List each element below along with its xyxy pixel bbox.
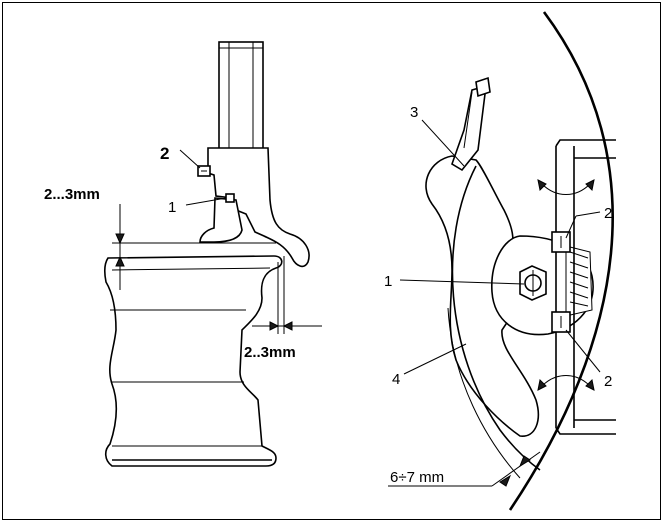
right-view: 3 2 1 4 2 6÷7 mm — [384, 11, 616, 511]
mounting-head — [197, 147, 310, 268]
figure-frame — [2, 2, 661, 520]
label-2-top: 2 — [604, 205, 612, 222]
leader-line-1 — [185, 197, 227, 206]
leader-line-2 — [179, 149, 201, 169]
left-view: 2 1 2...3mm 2..3mm — [44, 41, 322, 467]
tool-arm — [451, 76, 491, 172]
label-1-left: 1 — [168, 199, 176, 216]
vertical-gap-dimension — [112, 204, 276, 290]
dimension-label-horizontal: 2..3mm — [244, 344, 296, 361]
gap-dimension-label: 6÷7 mm — [390, 469, 444, 486]
label-2-bottom: 2 — [604, 373, 612, 390]
gap-dimension — [388, 451, 541, 487]
label-4: 4 — [392, 371, 400, 388]
label-3: 3 — [410, 104, 418, 121]
leader-line-3 — [421, 119, 465, 167]
dimension-label-vertical: 2...3mm — [44, 186, 100, 203]
roller-hub — [491, 235, 594, 336]
mounting-shaft — [218, 41, 264, 151]
wheel-rim — [103, 255, 283, 467]
label-1-right: 1 — [384, 273, 392, 290]
tyre-arc — [508, 11, 614, 511]
rim-edge-line — [447, 307, 521, 479]
rotation-arrow-bottom — [541, 375, 591, 387]
leader-line-2-top — [575, 211, 601, 217]
horizontal-gap-dimension — [252, 256, 322, 334]
leader-line-1-right — [399, 279, 525, 285]
rotation-arrow-top — [541, 183, 591, 195]
rim-arc — [451, 165, 541, 471]
leader-line-2-bottom — [565, 329, 601, 373]
label-2-left: 2 — [160, 144, 169, 163]
screw-1 — [225, 193, 235, 203]
leader-line-4 — [403, 343, 467, 375]
mounting-head-body — [425, 155, 540, 437]
